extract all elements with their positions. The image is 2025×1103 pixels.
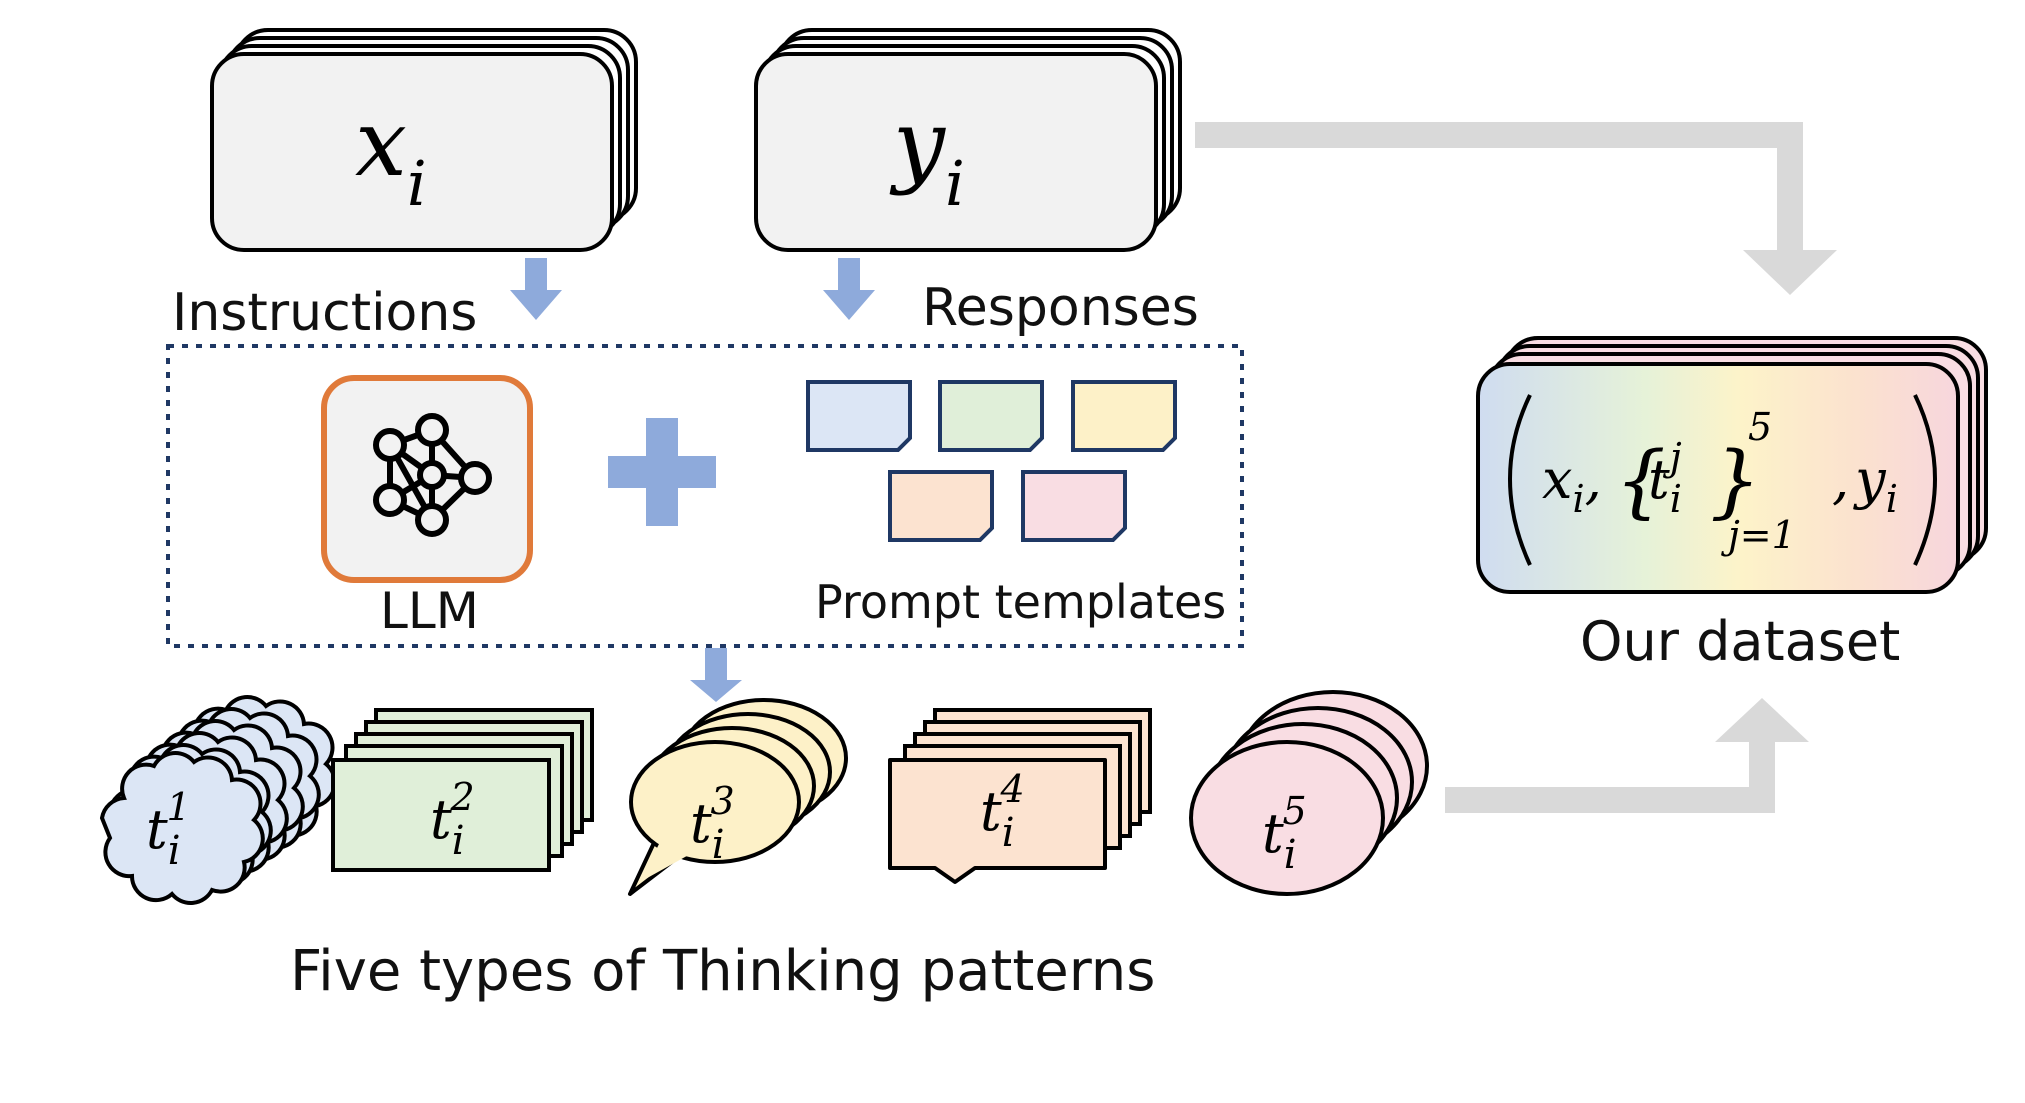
prompt-template-note: [888, 470, 994, 542]
dataset-label: Our dataset: [1580, 610, 1900, 673]
prompt-template-fold: [1113, 528, 1125, 540]
patterns-title: Five types of Thinking patterns: [290, 939, 1155, 1004]
pattern-5-shape: [1189, 740, 1385, 896]
output-arrow-shaft: [705, 648, 727, 680]
prompt-template-fold: [980, 528, 992, 540]
y-response-symbol: yi: [889, 90, 965, 220]
pattern-2-symbol: ti2: [430, 775, 475, 864]
instructions-arrowhead: [510, 290, 562, 320]
responses-arrow-shaft: [838, 258, 860, 290]
prompt-templates-label: Prompt templates: [815, 575, 1226, 629]
generator-box: [166, 344, 1244, 648]
dataset-left-paren: [1508, 394, 1532, 566]
dataset-stack: xi, { tij } 5 j=1 ,yi: [1476, 336, 1988, 594]
prompt-template-fold: [1163, 438, 1175, 450]
pattern-callout-stack: ti4: [888, 708, 1152, 884]
dataset-range-upper: 5: [1748, 405, 1772, 449]
neural-network-icon: [373, 413, 492, 537]
pattern-1-symbol: ti1: [146, 785, 191, 874]
llm-label: LLM: [380, 582, 479, 640]
pattern-ellipse-stack: ti5: [1189, 690, 1429, 896]
responses-label: Responses: [922, 278, 1199, 338]
pattern-3-symbol: ti3: [690, 779, 735, 868]
prompt-template-note: [1071, 380, 1177, 452]
dataset-formula-t: tij: [1648, 435, 1682, 521]
prompt-template-note: [1021, 470, 1127, 542]
pattern-5-symbol: ti5: [1262, 789, 1307, 878]
pattern-rectangle-stack: ti2: [331, 708, 594, 872]
patterns-to-dataset-arrowhead: [1715, 698, 1809, 742]
prompt-template-fold: [898, 438, 910, 450]
instructions-label: Instructions: [172, 283, 477, 343]
pattern-1-shape: [99, 751, 265, 905]
dataset-formula-y: ,yi: [1832, 448, 1898, 521]
dataset-left-brace: {: [1615, 434, 1666, 527]
y-to-dataset-arrowhead: [1743, 250, 1837, 295]
x-input-stack: xi: [210, 28, 638, 252]
prompt-templates-group: [806, 380, 1177, 542]
responses-arrowhead: [823, 290, 875, 320]
pattern-4-symbol: ti4: [980, 767, 1025, 856]
dataset-card: [1476, 362, 1960, 594]
pattern-2-shape: [331, 758, 551, 872]
dataset-range-lower: j=1: [1721, 513, 1796, 557]
prompt-template-note: [938, 380, 1044, 452]
y-response-card: [754, 52, 1158, 252]
pattern-4-shape: [888, 758, 1107, 884]
pattern-cloud-stack: ti1: [99, 695, 337, 905]
x-input-symbol: xi: [355, 90, 427, 220]
instructions-arrow-shaft: [525, 258, 547, 290]
dataset-right-paren: [1913, 394, 1937, 566]
blue-down-arrows: [510, 258, 875, 702]
pattern-speech-bubble-stack: ti3: [628, 698, 848, 896]
y-to-dataset-arrow-shaft: [1195, 122, 1803, 250]
dataset-right-brace: }: [1710, 434, 1761, 527]
llm-block: LLM: [321, 375, 533, 640]
plus-icon: [608, 418, 716, 526]
x-input-card: [210, 52, 614, 252]
prompt-template-fold: [1030, 438, 1042, 450]
y-response-stack: yi: [754, 28, 1182, 252]
prompt-template-note: [806, 380, 912, 452]
dataset-formula-x: xi,: [1542, 448, 1602, 521]
output-arrowhead: [690, 680, 742, 702]
patterns-to-dataset-arrow-shaft: [1445, 742, 1775, 813]
pattern-3-shape: [629, 740, 801, 864]
